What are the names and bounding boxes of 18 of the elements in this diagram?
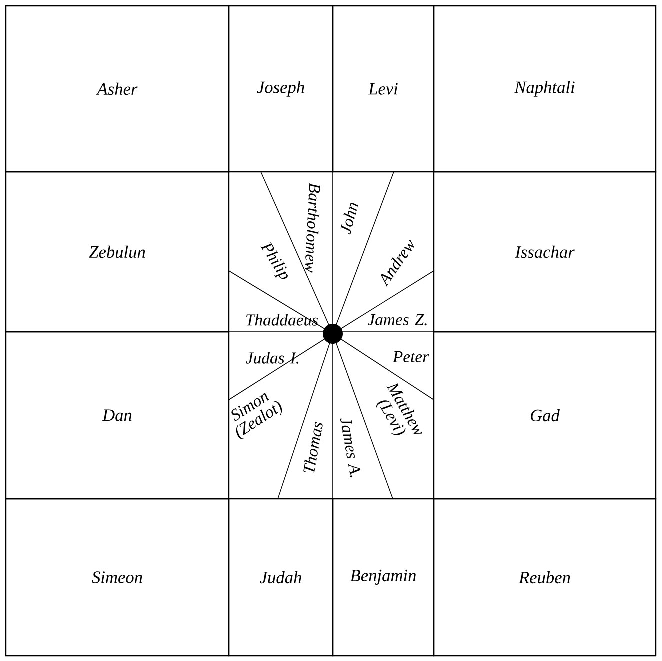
apostle-name: John xyxy=(340,202,358,235)
tribe-cell: Joseph xyxy=(228,5,334,173)
apostle-name: James Z. xyxy=(368,314,427,326)
apostle-name: Thomas xyxy=(304,422,323,474)
apostle-name: Bartholomew xyxy=(305,183,320,273)
tribe-cell: Levi xyxy=(332,5,435,173)
tribe-cell: Judah xyxy=(228,498,334,657)
apostle-name: James A. xyxy=(340,418,361,478)
tribe-cell: Naphtali xyxy=(433,5,657,173)
tribe-cell: Zebulun xyxy=(5,171,230,333)
apostle-name: Peter xyxy=(392,351,430,363)
tribe-cell: Benjamin xyxy=(332,498,435,657)
tribe-cell: Dan xyxy=(5,331,230,500)
tribe-cell: Simeon xyxy=(5,498,230,657)
tribe-cell: Asher xyxy=(5,5,230,173)
tribe-cell: Reuben xyxy=(433,498,657,657)
tribe-cell: Issachar xyxy=(433,171,657,333)
tribe-cell: Gad xyxy=(433,331,657,500)
